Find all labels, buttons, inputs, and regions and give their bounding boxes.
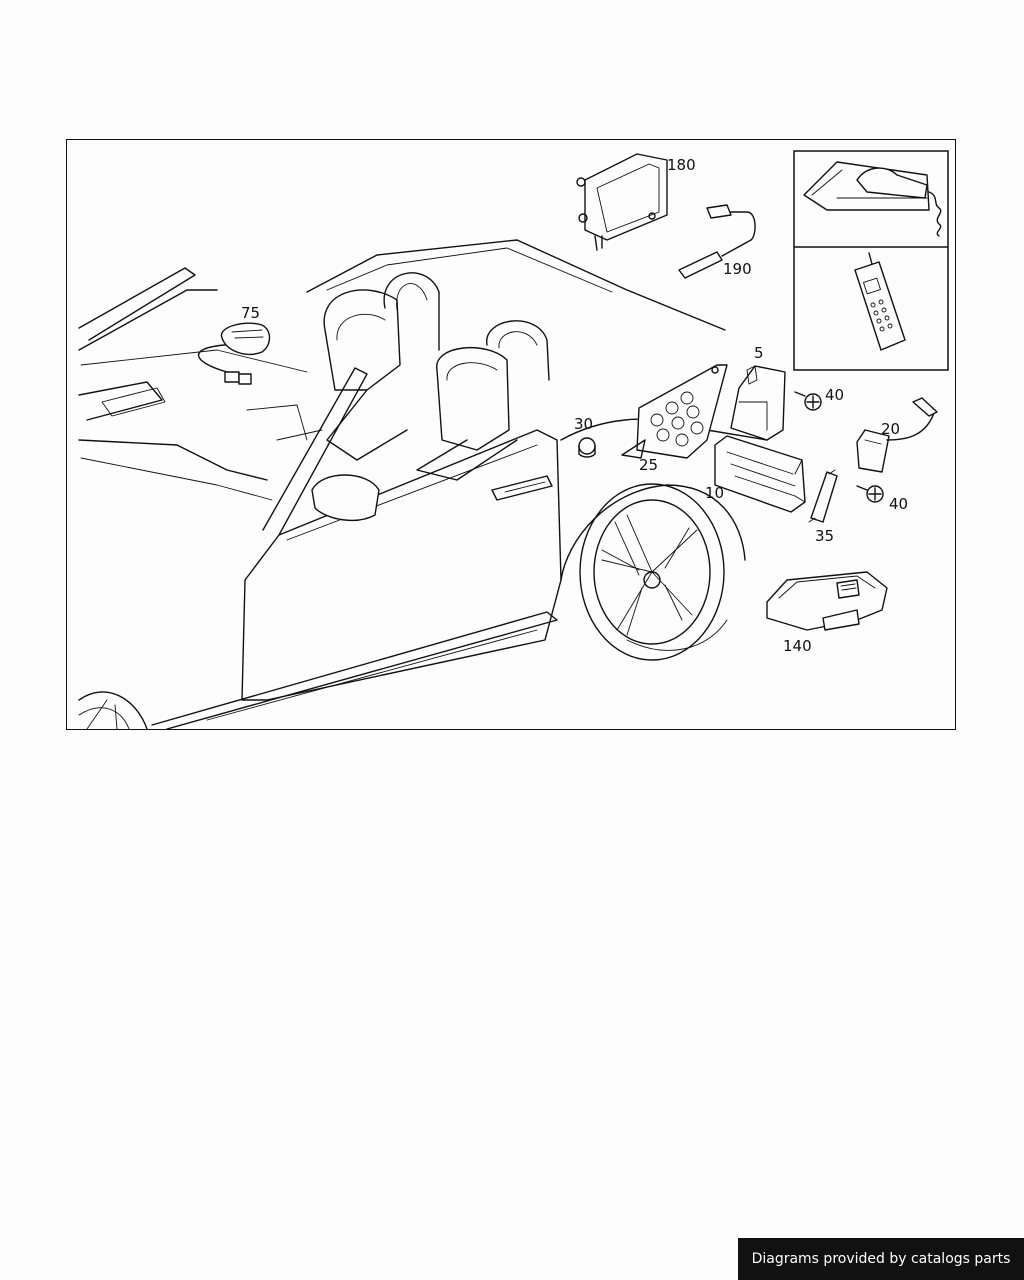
part-40-screw-lower xyxy=(856,485,884,503)
parts-diagram: 180 190 75 5 40 30 25 20 10 40 35 140 xyxy=(78,150,949,729)
part-25-mounting-plate xyxy=(621,364,728,459)
part-35-clip xyxy=(808,469,838,523)
part-5-bracket xyxy=(730,365,786,441)
car-illustration xyxy=(78,239,768,729)
part-180-control-unit xyxy=(576,153,668,251)
callout-140: 140 xyxy=(783,637,812,655)
callout-35: 35 xyxy=(815,527,834,545)
handset-cradle-icon xyxy=(803,161,942,237)
rear-wheel xyxy=(579,483,725,661)
part-140-control-unit xyxy=(766,571,888,631)
callout-190: 190 xyxy=(723,260,752,278)
part-75-microphone xyxy=(197,322,271,385)
callout-180: 180 xyxy=(667,156,696,174)
part-10-module xyxy=(714,435,806,513)
part-30-grommet xyxy=(578,437,596,458)
callout-5: 5 xyxy=(754,344,764,362)
callout-30: 30 xyxy=(574,415,593,433)
parts-diagram-frame: 180 190 75 5 40 30 25 20 10 40 35 140 xyxy=(66,139,956,730)
inset-panel xyxy=(793,150,949,371)
callout-40-upper: 40 xyxy=(825,386,844,404)
callout-40-lower: 40 xyxy=(889,495,908,513)
part-40-screw-upper xyxy=(794,391,822,411)
callout-25: 25 xyxy=(639,456,658,474)
callout-75: 75 xyxy=(241,304,260,322)
mobile-phone-icon xyxy=(854,252,906,351)
credit-text: Diagrams provided by catalogs parts xyxy=(751,1251,1011,1267)
part-190-antenna-cable xyxy=(678,204,756,279)
callout-10: 10 xyxy=(705,484,724,502)
callout-20: 20 xyxy=(881,420,900,438)
callout-labels: 180 190 75 5 40 30 25 20 10 40 35 140 xyxy=(241,156,908,655)
part-20-connector xyxy=(856,397,938,473)
credit-badge: Diagrams provided by catalogs parts xyxy=(738,1238,1024,1280)
